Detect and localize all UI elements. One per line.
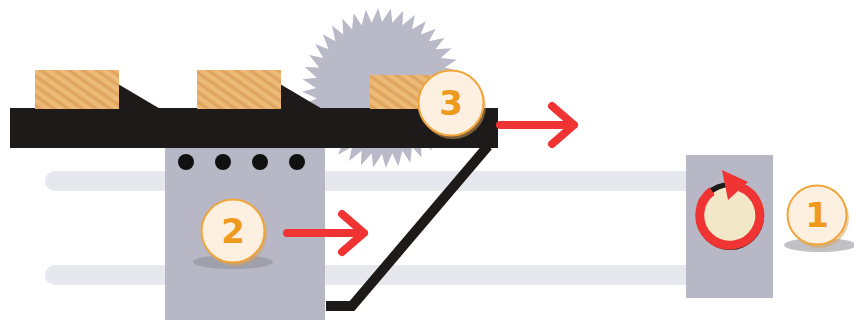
callout-circle: 1: [786, 184, 848, 246]
callout-number: 2: [221, 214, 245, 248]
push-wedge: [280, 84, 324, 110]
wood-block: [35, 70, 119, 109]
callout-circle: 2: [200, 198, 266, 264]
push-wedge: [118, 84, 162, 110]
motor-housing: [686, 155, 773, 298]
motion-arrow: [287, 214, 364, 252]
guide-rail: [55, 171, 700, 191]
callout-circle: 3: [417, 69, 485, 137]
roller-dots: [178, 154, 305, 170]
callout-number: 1: [805, 198, 829, 232]
wood-block: [197, 70, 281, 109]
callout-number: 3: [439, 86, 463, 120]
motion-arrow: [500, 106, 574, 144]
rotation-arrow: [722, 170, 748, 200]
